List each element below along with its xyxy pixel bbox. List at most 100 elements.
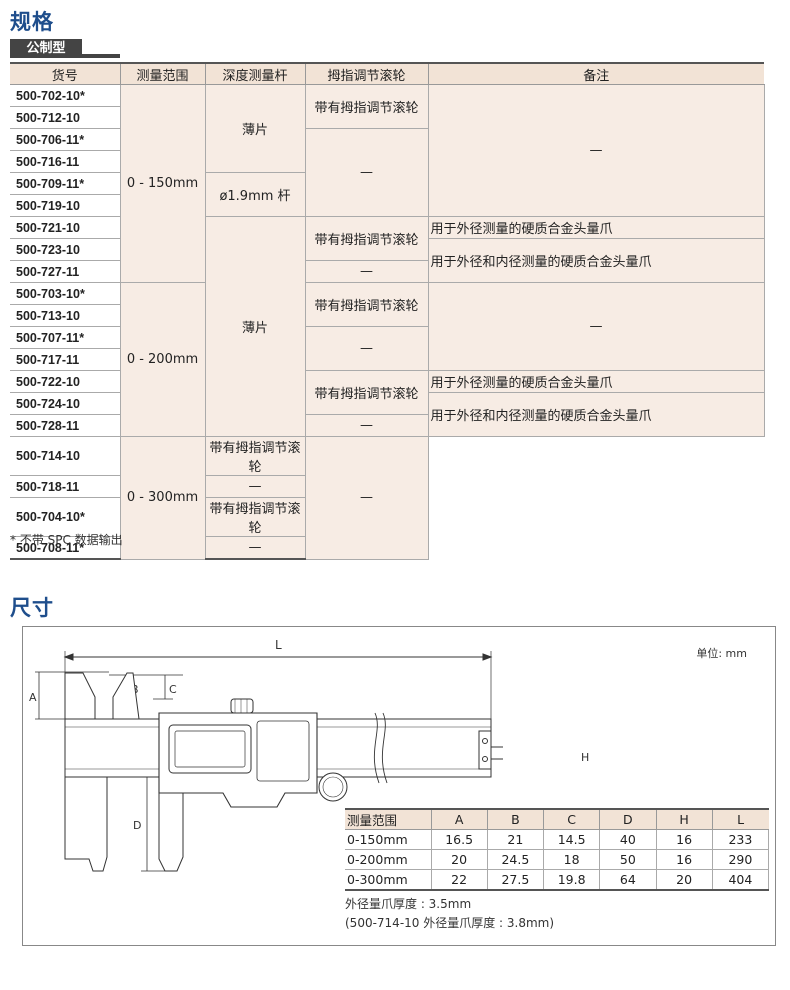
part-number: 500-727-11 [10,260,121,283]
dim-cell: 0-300mm [345,869,432,891]
part-number: 500-713-10 [10,304,121,327]
dim-cell: 0-150mm [345,829,432,850]
dimensions-section-title: 尺寸 [10,596,54,620]
dim-h-label: H [581,751,590,764]
table-row: 500-722-10 带有拇指调节滚轮 用于外径测量的硬质合金头量爪 [10,370,765,415]
table-row: 500-708-11* — [10,536,764,560]
spec-table: 货号 测量范围 深度测量杆 拇指调节滚轮 备注 500-702-10* 0 - … [10,62,765,560]
dim-cell: 16.5 [430,829,488,850]
depth-cell: ø1.9mm 杆 [204,172,306,217]
dim-abc-lines [35,671,183,720]
thumb-cell: — [304,414,429,437]
jaw-thickness-note: 外径量爪厚度 : 3.5mm [345,897,472,911]
part-number: 500-724-10 [10,392,121,415]
note-cell: 用于外径测量的硬质合金头量爪 [427,216,765,239]
part-number: 500-704-10* [10,497,121,537]
thumb-cell: — [304,326,429,371]
part-number: 500-723-10 [10,238,121,261]
spec-section-title: 规格 [10,10,54,34]
upper-jaw-fixed [64,672,96,720]
thumb-cell: — [304,260,429,283]
dimensions-panel: 单位: mm L A B C [22,626,776,946]
part-number: 500-722-10 [10,370,121,393]
dim-cell: 24.5 [486,849,545,870]
depth-cell: 薄片 [204,84,306,173]
subtab-rule [82,54,120,58]
jaw-thickness-note-alt: (500-714-10 外径量爪厚度 : 3.8mm) [345,916,555,930]
part-number: 500-703-10* [10,282,121,305]
thumb-cell: 带有拇指调节滚轮 [304,216,429,261]
table-row: 0-150mm 16.5 21 14.5 40 16 233 [345,829,770,850]
upper-jaw-slider [112,672,140,720]
thumb-cell: 带有拇指调节滚轮 [304,370,429,415]
part-number: 500-719-10 [10,194,121,217]
part-number: 500-707-11* [10,326,121,349]
dim-cell: 0-200mm [345,849,432,870]
table-row: 500-712-10 [10,106,764,129]
beam-end [478,730,492,770]
dim-cell: 50 [599,849,657,870]
header-depth-rod: 深度测量杆 [204,62,305,85]
thumb-cell: 带有拇指调节滚轮 [204,436,306,476]
part-number: 500-712-10 [10,106,121,129]
table-row: 500-723-10 用于外径和内径测量的硬质合金头量爪 [10,238,765,283]
dimensions-table: 测量范围 A B C D H L 0-150mm 16.5 21 14.5 40… [345,808,770,891]
dim-cell: 290 [711,849,770,870]
dim-header-c: C [542,808,600,830]
part-number: 500-714-10 [10,436,121,476]
thumb-cell: — [204,475,306,498]
note-cell: — [304,436,429,560]
table-row: 500-702-10* 0 - 150mm 薄片 带有拇指调节滚轮 — [10,84,765,283]
dim-d-label: D [133,819,141,832]
table-row: 500-704-10* 带有拇指调节滚轮 [10,497,764,537]
table-row: 500-728-11 — [10,414,764,437]
depth-cell: 薄片 [204,216,306,437]
thumb-cell: 带有拇指调节滚轮 [304,84,429,129]
dim-header-d: D [599,808,656,830]
dim-header-b: B [486,808,544,830]
table-row: 500-719-10 [10,194,764,217]
part-number: 500-706-11* [10,128,121,151]
dim-header-h: H [655,808,713,830]
table-row: 500-727-11 — [10,260,764,283]
slider-panel [256,720,310,782]
dim-header-range: 测量范围 [345,808,431,830]
thumb-cell: — [204,536,306,560]
footnote: * 不带 SPC 数据输出 [10,533,123,547]
dim-cell: 27.5 [486,869,545,891]
note-cell: 用于外径和内径测量的硬质合金头量爪 [427,238,765,283]
dim-header-row: 测量范围 A B C D H L [345,808,769,830]
dim-cell: 16 [655,829,713,850]
part-number: 500-718-11 [10,475,121,498]
table-row: 500-706-11* — [10,128,764,217]
dim-cell: 18 [542,849,601,870]
part-number: 500-709-11* [10,172,121,195]
thumb-cell: 带有拇指调节滚轮 [304,282,429,327]
part-number: 500-728-11 [10,414,121,437]
dim-cell: 20 [430,849,488,870]
clamp-screw [230,698,254,714]
table-row: 500-716-11 [10,150,764,173]
table-row: 500-714-10 0 - 300mm 带有拇指调节滚轮 — [10,436,764,560]
dim-cell: 404 [711,869,770,891]
part-number: 500-708-11* [10,536,121,560]
range-cell: 0 - 150mm [119,84,206,283]
note-cell: 用于外径测量的硬质合金头量爪 [427,370,765,393]
part-number: 500-721-10 [10,216,121,239]
dim-cell: 20 [655,869,713,891]
header-remarks: 备注 [427,62,764,85]
dim-cell: 16 [655,849,713,870]
header-range: 测量范围 [119,62,205,85]
table-row: 500-709-11* ø1.9mm 杆 [10,172,764,217]
dim-cell: 233 [711,829,770,850]
spec-header-row: 货号 测量范围 深度测量杆 拇指调节滚轮 备注 [10,62,764,85]
table-row: 500-707-11* — [10,326,764,371]
metric-type-tab: 公制型 [10,39,82,58]
part-number: 500-702-10* [10,84,121,107]
depth-rod [490,746,503,760]
table-row: 500-718-11 — [10,475,764,498]
dim-d-lines [141,777,173,872]
header-part-no: 货号 [10,62,120,85]
dim-l-label: L [275,638,282,652]
dim-cell: 64 [599,869,657,891]
